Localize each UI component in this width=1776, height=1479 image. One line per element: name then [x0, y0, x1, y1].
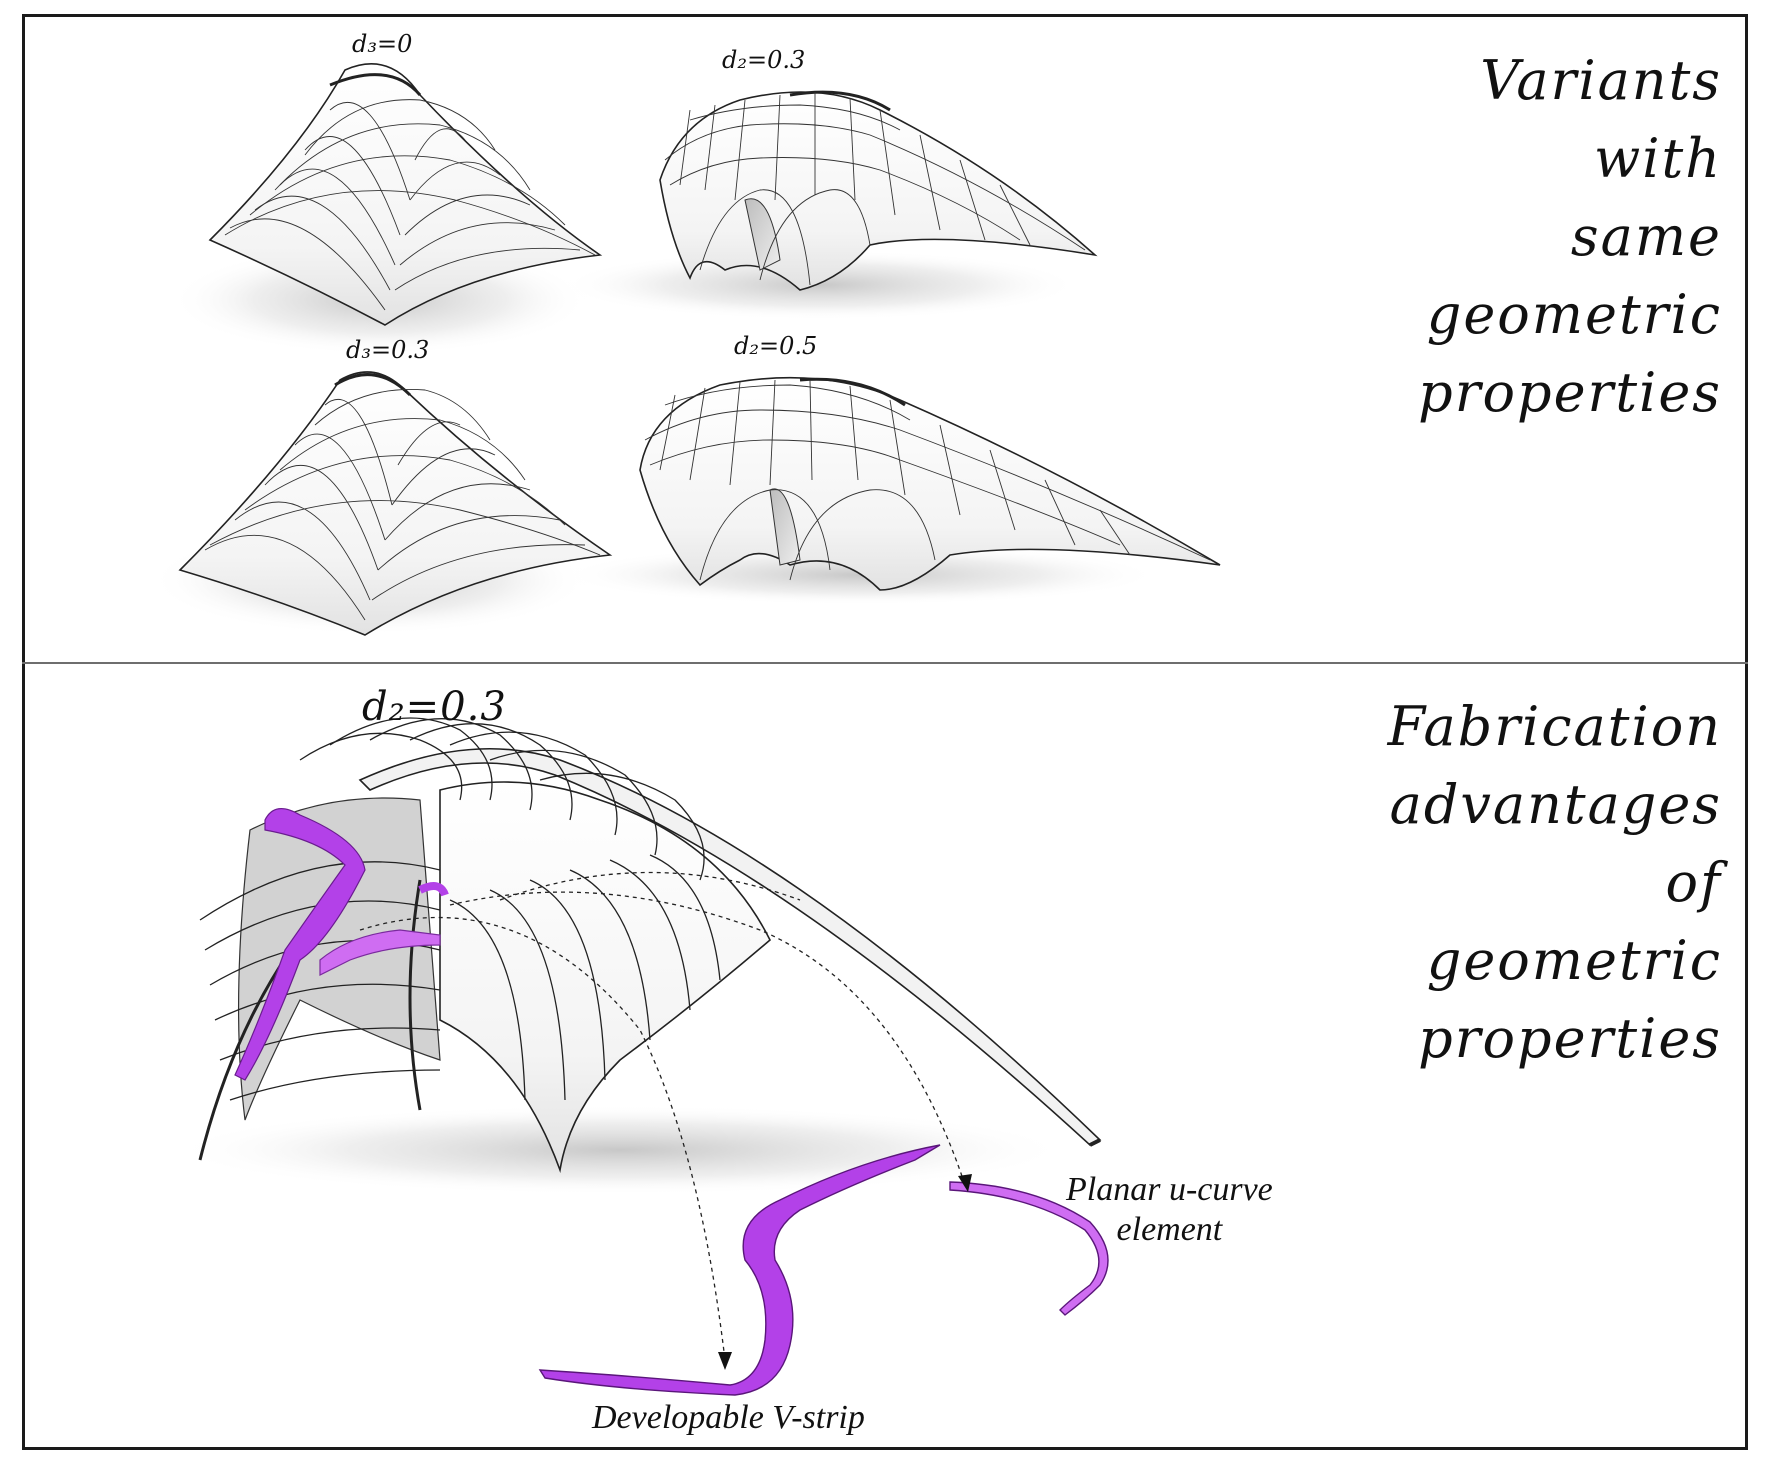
u-curve-element [949, 1181, 1109, 1316]
variant-3-label: d₃=0.3 [346, 336, 430, 364]
planar-caption-line-2: element [1116, 1211, 1223, 1248]
bottom-heading-line-2: advantages [1389, 773, 1722, 836]
model-label: d₂=0.3 [362, 684, 507, 730]
variant-4-surface [560, 376, 1221, 605]
top-heading-line-1: Variants [1480, 49, 1722, 112]
planar-caption-line-1: Planar u-curve [1066, 1171, 1273, 1208]
vstrip-caption: Developable V-strip [592, 1399, 865, 1436]
arrow-heads [718, 1174, 972, 1370]
top-heading-line-3: same [1570, 205, 1722, 268]
top-heading-line-2: with [1594, 127, 1722, 190]
vstrip-element [538, 1144, 941, 1396]
variant-3-surface [150, 371, 613, 636]
bottom-heading-line-5: properties [1418, 1007, 1722, 1070]
variant-1-surface [170, 63, 603, 355]
variant-4-label: d₂=0.5 [734, 332, 818, 360]
variant-2-label: d₂=0.3 [722, 46, 806, 74]
variant-2-surface [560, 90, 1098, 320]
bottom-heading-line-4: geometric [1426, 929, 1722, 992]
callout-arrows [359, 871, 966, 1361]
top-heading-line-4: geometric [1426, 283, 1722, 346]
bottom-heading-line-1: Fabrication [1387, 695, 1722, 758]
bottom-heading: Fabrication advantages of geometric prop… [1388, 688, 1722, 1078]
variant-1-label: d₃=0 [352, 30, 413, 58]
bottom-heading-line-3: of [1665, 851, 1722, 914]
fabrication-model [170, 717, 1102, 1195]
planar-caption: Planar u-curve element [1066, 1170, 1273, 1250]
top-heading: Variants with same geometric properties [1418, 42, 1722, 432]
panel-divider [22, 662, 1748, 664]
top-heading-line-5: properties [1418, 361, 1722, 424]
